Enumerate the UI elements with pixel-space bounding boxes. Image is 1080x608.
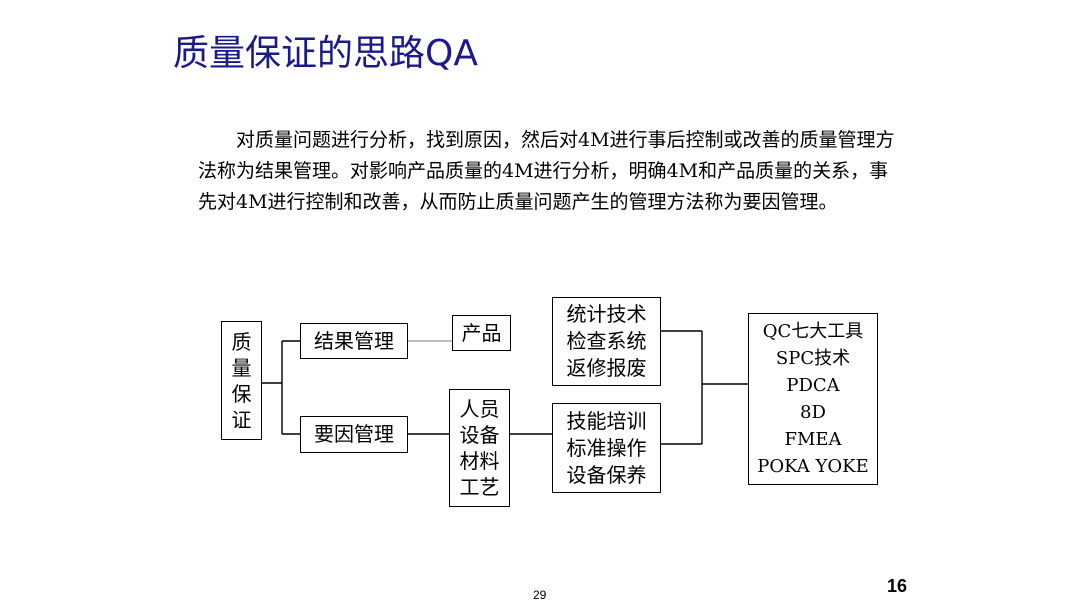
result-management-label: 结果管理: [314, 328, 394, 353]
slide-title: 质量保证的思路QA: [173, 33, 478, 74]
result-methods-box: 统计技术 检查系统 返修报废: [552, 297, 661, 386]
cause-methods-box: 技能培训 标准操作 设备保养: [552, 403, 661, 493]
tools-label: QC七大工具 SPC技术 PDCA 8D FMEA POKA YOKE: [757, 321, 869, 477]
cause-methods-label: 技能培训 标准操作 设备保养: [566, 408, 647, 487]
paragraph-text: 对质量问题进行分析，找到原因，然后对4M进行事后控制或改善的质量管理方法称为结果…: [198, 129, 895, 213]
product-label: 产品: [461, 320, 502, 345]
result-management-box: 结果管理: [300, 323, 408, 359]
four-m-box: 人员 设备 材料 工艺: [449, 389, 510, 507]
quality-assurance-box: 质 量 保 证: [221, 321, 262, 440]
result-methods-label: 统计技术 检查系统 返修报废: [566, 302, 647, 380]
four-m-label: 人员 设备 材料 工艺: [459, 397, 500, 499]
body-paragraph: 对质量问题进行分析，找到原因，然后对4M进行事后控制或改善的质量管理方法称为结果…: [198, 125, 898, 218]
tools-box: QC七大工具 SPC技术 PDCA 8D FMEA POKA YOKE: [748, 313, 878, 485]
product-box: 产品: [452, 315, 511, 351]
cause-management-label: 要因管理: [314, 422, 394, 446]
slide-number: 16: [887, 576, 908, 596]
page-number: 29: [533, 588, 547, 602]
cause-management-box: 要因管理: [300, 416, 408, 453]
quality-assurance-label: 质 量 保 证: [231, 329, 252, 432]
